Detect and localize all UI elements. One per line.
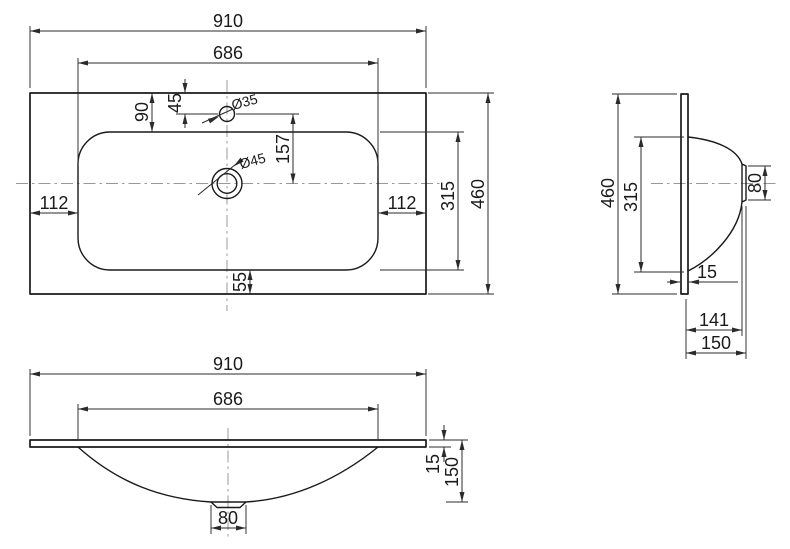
leader-arrow <box>233 157 244 167</box>
dim-front-overall-width: 910 <box>213 354 243 374</box>
dim-side-overall-height: 150 <box>701 333 731 353</box>
dim-drain-hole-diameter: Ø45 <box>238 150 268 172</box>
dim-top-rim-front: 55 <box>230 272 250 292</box>
dim-top-margin-left: 112 <box>40 193 69 213</box>
dim-top-margin-right: 112 <box>388 193 417 213</box>
leader-arrow <box>207 116 219 124</box>
dim-top-overall-width: 910 <box>213 11 243 31</box>
dim-front-overall-height: 150 <box>442 457 462 487</box>
front-extension-lines <box>29 369 468 534</box>
side-dimension-lines <box>615 94 768 356</box>
side-view: 460 315 80 15 141 150 <box>598 93 779 359</box>
faucet-hole <box>218 105 236 123</box>
dim-side-basin-depth: 315 <box>621 182 641 212</box>
drain-boss-outline <box>741 163 747 203</box>
dim-side-bowl-depth: 141 <box>699 310 729 330</box>
bowl-profile-lower <box>687 201 743 272</box>
dim-front-drain-width: 80 <box>218 508 238 528</box>
leader-drain-hole <box>197 159 242 196</box>
top-dimension-lines <box>30 28 491 294</box>
front-slab-outline <box>29 439 427 448</box>
basin-outline <box>77 131 379 271</box>
front-dimension-lines <box>30 371 465 531</box>
dim-side-panel-thickness: 15 <box>697 262 717 282</box>
countertop-outline <box>29 92 427 295</box>
dim-side-overflow-height: 80 <box>745 173 765 193</box>
dim-top-overall-depth: 460 <box>468 179 488 209</box>
dim-front-basin-width: 686 <box>213 389 243 409</box>
side-extension-lines <box>612 93 771 359</box>
dim-top-basin-depth: 315 <box>438 181 458 211</box>
front-bowl-right <box>245 446 379 503</box>
front-drain-boss <box>210 501 247 509</box>
dim-front-slab-thickness: 15 <box>423 454 443 474</box>
front-view: 910 686 15 150 80 <box>29 354 468 537</box>
leader-faucet-hole <box>201 108 234 124</box>
dim-top-rim-back: 90 <box>132 102 152 122</box>
top-view: 910 686 90 45 157 112 112 315 460 55 Ø35… <box>16 11 494 311</box>
drain-hole <box>216 172 238 194</box>
dim-top-faucet-to-drain: 157 <box>273 134 293 164</box>
dim-top-basin-width: 686 <box>213 43 243 63</box>
dim-top-faucet-offset: 45 <box>165 93 185 113</box>
dim-faucet-hole-diameter: Ø35 <box>230 91 260 113</box>
bowl-profile-upper <box>687 136 743 165</box>
side-panel-outline <box>680 93 689 295</box>
front-bowl-left <box>77 446 212 503</box>
dim-side-overall-depth: 460 <box>598 178 618 208</box>
